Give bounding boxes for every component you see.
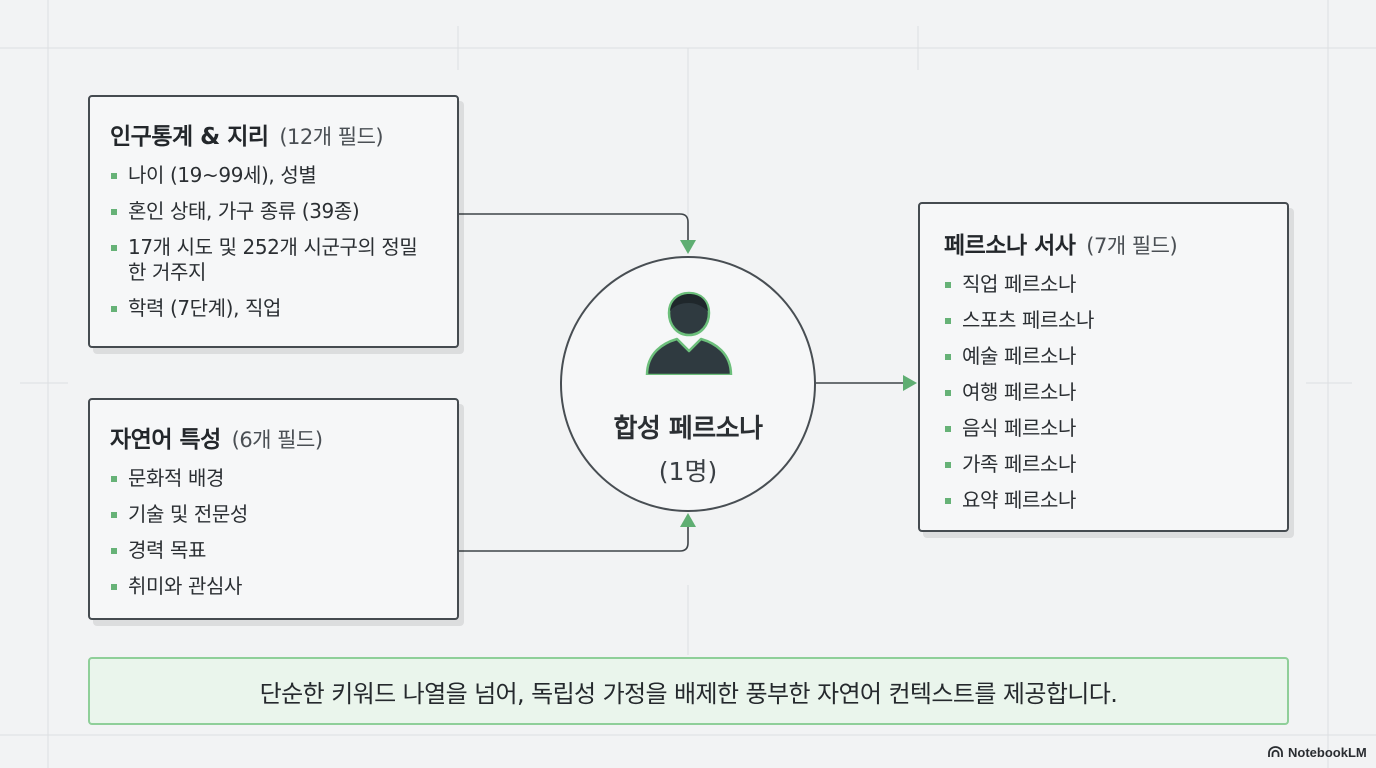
list-item: 경력 목표 bbox=[110, 538, 457, 563]
list-item: 요약 페르소나 bbox=[944, 488, 1287, 513]
natural-language-list: 문화적 배경 기술 및 전문성 경력 목표 취미와 관심사 bbox=[110, 466, 457, 599]
list-item: 나이 (19~99세), 성별 bbox=[110, 163, 457, 188]
list-item: 문화적 배경 bbox=[110, 466, 457, 491]
demographics-field-count: (12개 필드) bbox=[279, 125, 384, 149]
hub-subtitle: (1명) bbox=[658, 457, 718, 486]
persona-narrative-field-count: (7개 필드) bbox=[1086, 234, 1178, 258]
persona-narrative-title: 페르소나 서사 (7개 필드) bbox=[944, 226, 1287, 260]
natural-language-field-count: (6개 필드) bbox=[231, 428, 323, 452]
list-item: 음식 페르소나 bbox=[944, 416, 1287, 441]
notebooklm-logo-icon bbox=[1268, 746, 1283, 757]
list-item: 학력 (7단계), 직업 bbox=[110, 296, 457, 321]
demographics-list: 나이 (19~99세), 성별 혼인 상태, 가구 종류 (39종) 17개 시… bbox=[110, 163, 457, 321]
list-item: 스포츠 페르소나 bbox=[944, 308, 1287, 333]
list-item: 기술 및 전문성 bbox=[110, 502, 457, 527]
hub-title: 합성 페르소나 bbox=[613, 414, 763, 444]
persona-narrative-list: 직업 페르소나 스포츠 페르소나 예술 페르소나 여행 페르소나 음식 페르소나… bbox=[944, 272, 1287, 513]
person-icon bbox=[645, 291, 733, 375]
arrowhead-down bbox=[680, 240, 696, 254]
persona-narrative-title-label: 페르소나 서사 bbox=[944, 233, 1076, 259]
list-item: 가족 페르소나 bbox=[944, 452, 1287, 477]
list-item: 직업 페르소나 bbox=[944, 272, 1287, 297]
arrowhead-right bbox=[903, 375, 917, 391]
natural-language-title-label: 자연어 특성 bbox=[110, 427, 221, 453]
connector-natural-language-to-hub bbox=[459, 525, 689, 552]
notebooklm-watermark: NotebookLM bbox=[1268, 743, 1367, 761]
list-item: 17개 시도 및 252개 시군구의 정밀한 거주지 bbox=[110, 235, 428, 285]
natural-language-panel: 자연어 특성 (6개 필드) 문화적 배경 기술 및 전문성 경력 목표 취미와… bbox=[88, 398, 459, 620]
demographics-panel: 인구통계 & 지리 (12개 필드) 나이 (19~99세), 성별 혼인 상태… bbox=[88, 95, 459, 348]
persona-narrative-panel: 페르소나 서사 (7개 필드) 직업 페르소나 스포츠 페르소나 예술 페르소나… bbox=[918, 202, 1289, 532]
list-item: 예술 페르소나 bbox=[944, 344, 1287, 369]
summary-banner-text: 단순한 키워드 나열을 넘어, 독립성 가정을 배제한 풍부한 자연어 컨텍스트… bbox=[259, 679, 1118, 708]
list-item: 혼인 상태, 가구 종류 (39종) bbox=[110, 199, 457, 224]
arrowhead-up bbox=[680, 513, 696, 527]
natural-language-title: 자연어 특성 (6개 필드) bbox=[110, 420, 457, 454]
demographics-title: 인구통계 & 지리 (12개 필드) bbox=[110, 117, 457, 151]
summary-banner: 단순한 키워드 나열을 넘어, 독립성 가정을 배제한 풍부한 자연어 컨텍스트… bbox=[88, 657, 1289, 725]
synthetic-persona-hub: 합성 페르소나 (1명) bbox=[560, 256, 816, 512]
list-item: 취미와 관심사 bbox=[110, 574, 457, 599]
list-item: 여행 페르소나 bbox=[944, 380, 1287, 405]
demographics-title-label: 인구통계 & 지리 bbox=[110, 124, 269, 150]
connector-demographics-to-hub bbox=[459, 213, 689, 242]
brand-label: NotebookLM bbox=[1288, 744, 1367, 760]
